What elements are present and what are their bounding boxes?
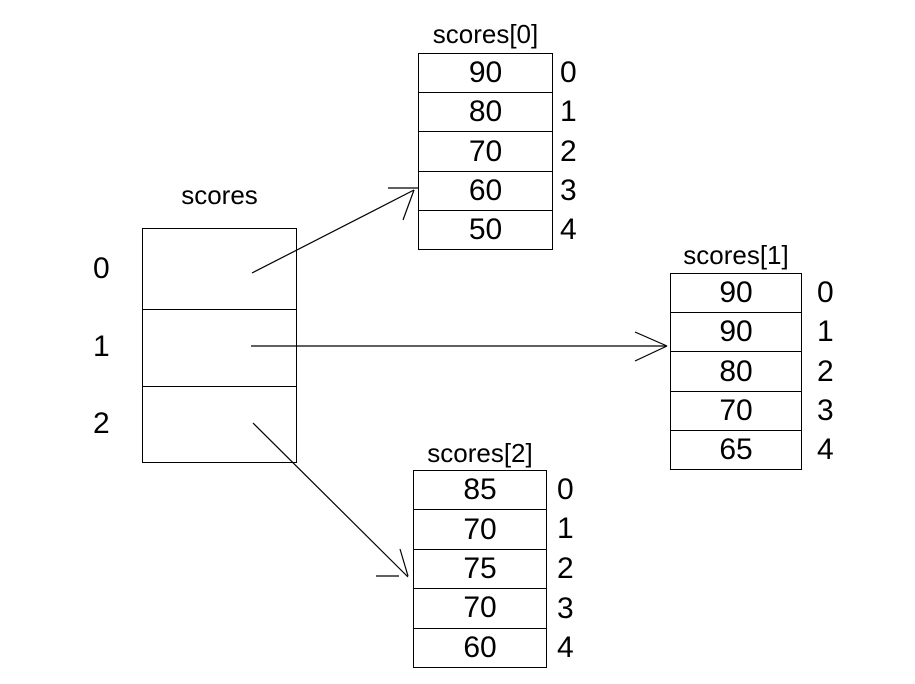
table-1-index: 4 <box>817 433 834 467</box>
table-0-title: scores[0] <box>432 19 539 49</box>
table-2-index: 2 <box>557 551 574 585</box>
table-2-index: 0 <box>557 472 574 506</box>
table-2-value: 70 <box>414 510 546 550</box>
table-0-value: 90 <box>419 54 552 94</box>
table-2-index: 3 <box>557 591 574 625</box>
main-array-index: 2 <box>93 407 110 440</box>
table-2-value: 60 <box>463 630 497 664</box>
table-2-index: 1 <box>557 512 574 546</box>
main-array-box <box>142 228 297 463</box>
table-2-index-column: 0 1 2 3 4 <box>557 470 587 668</box>
table-2-index: 4 <box>557 631 574 665</box>
table-1-index: 3 <box>817 393 834 427</box>
table-1-index: 1 <box>817 315 834 349</box>
table-2-title: scores[2] <box>427 438 533 468</box>
table-0-index: 3 <box>560 173 577 207</box>
table-0-index: 0 <box>560 55 577 89</box>
table-1-value: 70 <box>671 392 801 431</box>
table-0-value: 60 <box>419 172 552 211</box>
table-0-value: 70 <box>419 132 552 172</box>
table-0-index: 1 <box>560 95 577 129</box>
table-2-value: 70 <box>414 589 546 629</box>
table-2-value: 75 <box>414 550 546 590</box>
table-1: 90 90 80 70 65 <box>670 273 802 470</box>
main-array-index-column: 0 1 2 <box>93 228 127 463</box>
table-1-value: 80 <box>671 352 801 392</box>
main-array-index: 0 <box>93 251 110 285</box>
table-1-value: 90 <box>671 313 801 353</box>
table-1-index: 2 <box>817 354 834 388</box>
table-1-value: 65 <box>719 432 753 466</box>
table-0: 90 80 70 60 50 <box>418 53 553 250</box>
table-0-value: 80 <box>419 93 552 133</box>
main-array-title: scores <box>181 180 258 210</box>
table-1-title: scores[1] <box>683 240 789 270</box>
main-array-cell-1 <box>143 310 296 387</box>
arrow-to-scores1-icon <box>251 331 668 362</box>
table-2-value: 85 <box>414 471 546 511</box>
table-1-index-column: 0 1 2 3 4 <box>817 273 847 470</box>
main-array-cell-0 <box>143 229 296 310</box>
table-0-index: 2 <box>560 134 577 168</box>
table-1-index: 0 <box>817 275 834 309</box>
table-0-index: 4 <box>560 213 577 247</box>
table-2: 85 70 75 70 60 <box>413 470 547 668</box>
table-0-index-column: 0 1 2 3 4 <box>560 53 590 250</box>
table-0-value: 50 <box>468 212 503 246</box>
table-1-value: 90 <box>671 274 801 314</box>
main-array-index: 1 <box>93 330 110 363</box>
main-array-cell-2 <box>143 387 296 462</box>
